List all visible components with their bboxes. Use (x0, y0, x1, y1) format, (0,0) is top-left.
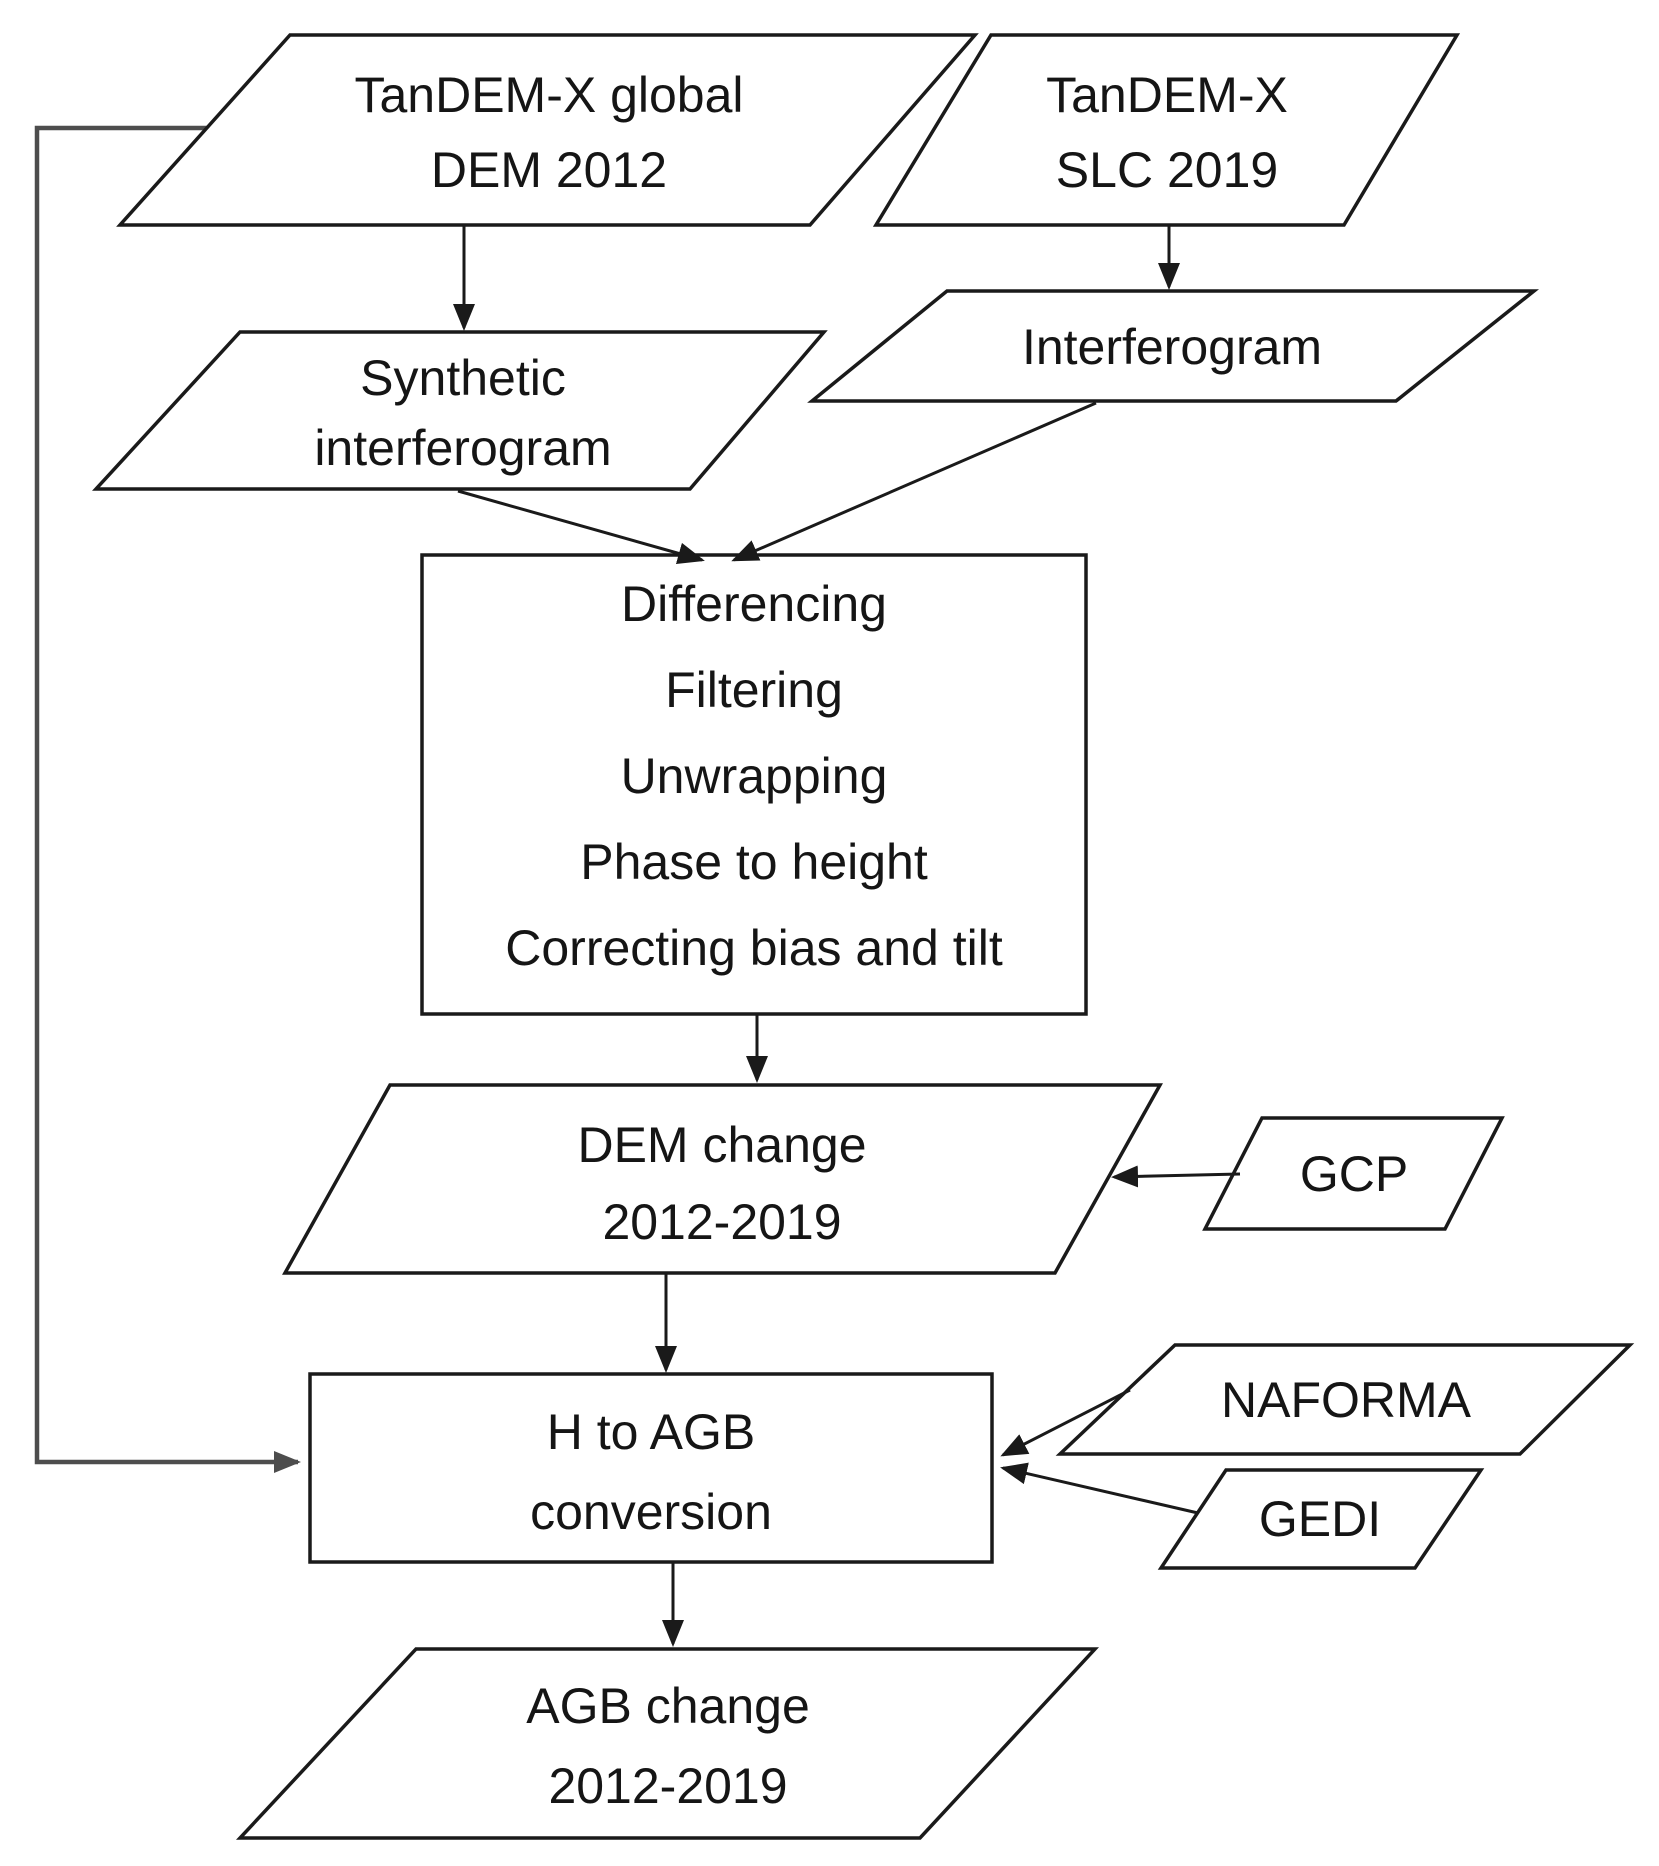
arrow-synthetic-to-processing (457, 489, 705, 565)
label-processing-line1: Differencing (621, 576, 887, 632)
node-gcp-shape (1202, 1116, 1505, 1231)
label-agb-change-line2: 2012-2019 (548, 1758, 787, 1814)
label-processing-line5: Correcting bias and tilt (505, 920, 1003, 976)
node-h-to-agb-shape (308, 1372, 994, 1564)
node-synthetic-interferogram-shape (92, 330, 828, 491)
node-gedi-shape (1157, 1468, 1485, 1570)
label-processing-line3: Unwrapping (621, 748, 888, 804)
label-agb-change-line1: AGB change (526, 1678, 810, 1734)
node-naforma-shape (1055, 1343, 1635, 1456)
label-processing-line4: Phase to height (580, 834, 928, 890)
arrow-gcp-to-demchange (1111, 1165, 1241, 1188)
label-synthetic-line2: interferogram (314, 420, 611, 476)
node-dem-change-shape (282, 1083, 1163, 1275)
node-tandem-dem-2012-shape (116, 33, 979, 227)
label-tandem-slc-line1: TanDEM-X (1046, 67, 1288, 123)
label-synthetic-line1: Synthetic (360, 350, 566, 406)
node-tandem-slc-2019-shape (872, 33, 1461, 227)
label-gcp: GCP (1300, 1146, 1408, 1202)
label-tandem-slc-line2: SLC 2019 (1056, 142, 1278, 198)
label-tandem-dem-line1: TanDEM-X global (354, 67, 743, 123)
label-processing-line2: Filtering (665, 662, 843, 718)
node-agb-change-shape (235, 1647, 1100, 1840)
arrow-naforma-to-conversion (1000, 1388, 1131, 1457)
label-naforma: NAFORMA (1221, 1372, 1472, 1428)
label-h-to-agb-line1: H to AGB (547, 1404, 755, 1460)
label-dem-change-line1: DEM change (577, 1117, 866, 1173)
arrow-interferogram-to-processing (731, 401, 1097, 562)
arrow-gedi-to-conversion (1000, 1462, 1199, 1515)
label-interferogram: Interferogram (1022, 319, 1322, 375)
node-interferogram-shape (807, 289, 1540, 403)
feedback-line-dem-to-conversion (34, 125, 301, 1473)
label-gedi: GEDI (1259, 1491, 1381, 1547)
label-tandem-dem-line2: DEM 2012 (431, 142, 667, 198)
label-dem-change-line2: 2012-2019 (602, 1194, 841, 1250)
node-processing-steps-shape (420, 553, 1088, 1016)
label-h-to-agb-line2: conversion (530, 1484, 772, 1540)
